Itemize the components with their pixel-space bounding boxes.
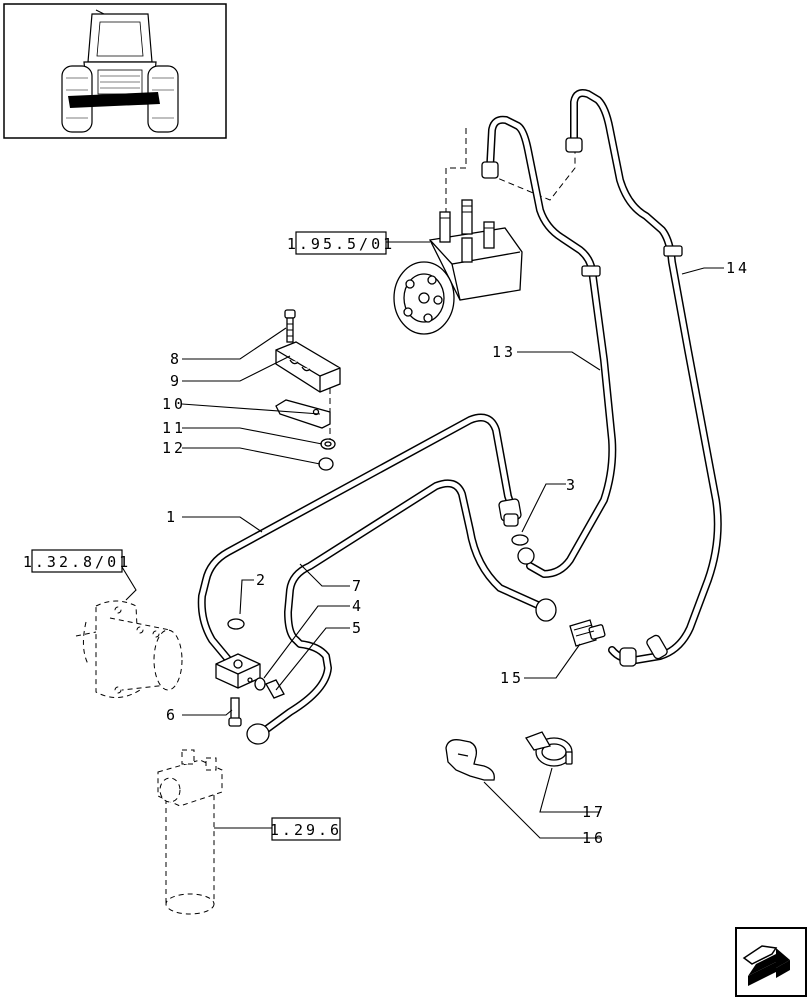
tractor-thumbnail-icon[interactable] bbox=[3, 3, 227, 139]
part-12-nut bbox=[318, 457, 334, 471]
part-11-washer bbox=[320, 438, 336, 450]
callout-10[interactable]: 10 bbox=[162, 395, 186, 413]
adapter-15 bbox=[569, 619, 606, 647]
part-16-clip bbox=[445, 739, 495, 781]
pipe-fittings-upper bbox=[481, 137, 683, 667]
callout-5[interactable]: 5 bbox=[352, 619, 364, 637]
callout-17[interactable]: 17 bbox=[582, 803, 606, 821]
part-8-bolt bbox=[284, 309, 296, 343]
next-page-arrow-icon[interactable] bbox=[735, 927, 807, 997]
junction-block bbox=[215, 653, 261, 689]
part-6-bolt bbox=[228, 697, 242, 727]
callout-6[interactable]: 6 bbox=[166, 706, 178, 724]
callout-2[interactable]: 2 bbox=[256, 571, 268, 589]
pipe-7 bbox=[246, 479, 557, 745]
pipe-13 bbox=[486, 115, 617, 578]
callout-1[interactable]: 1 bbox=[166, 508, 178, 526]
part-9-clamp bbox=[275, 341, 341, 393]
callout-11[interactable]: 11 bbox=[162, 419, 186, 437]
ref-label-pump: 1.32.8/01 bbox=[23, 553, 131, 571]
callout-4[interactable]: 4 bbox=[352, 597, 364, 615]
callout-15[interactable]: 15 bbox=[500, 669, 524, 687]
callout-3[interactable]: 3 bbox=[566, 476, 578, 494]
filter bbox=[157, 749, 223, 915]
part-5-adapter bbox=[265, 679, 285, 699]
callout-8[interactable]: 8 bbox=[170, 350, 182, 368]
part-10-plate bbox=[275, 399, 331, 429]
steering-unit bbox=[393, 199, 523, 335]
callout-14[interactable]: 14 bbox=[726, 259, 750, 277]
ref-label-steering-unit: 1.95.5/01 bbox=[287, 235, 395, 253]
part-17-hose-clamp bbox=[525, 731, 573, 767]
ref-label-filter: 1.29.6 bbox=[270, 821, 342, 839]
callout-16[interactable]: 16 bbox=[582, 829, 606, 847]
pipe-14 bbox=[570, 89, 722, 664]
callout-12[interactable]: 12 bbox=[162, 439, 186, 457]
pipe-1 bbox=[197, 413, 522, 668]
ref-box-filter[interactable]: 1.29.6 bbox=[270, 817, 342, 841]
ref-box-pump[interactable]: 1.32.8/01 bbox=[23, 549, 131, 573]
callout-9[interactable]: 9 bbox=[170, 372, 182, 390]
callout-7[interactable]: 7 bbox=[352, 577, 364, 595]
callout-labels: 1 2 3 4 5 6 7 8 9 10 11 12 13 14 15 16 1… bbox=[162, 259, 750, 847]
ref-box-steering-unit[interactable]: 1.95.5/01 bbox=[287, 231, 395, 255]
part-4-seal bbox=[254, 677, 266, 691]
pump bbox=[75, 600, 183, 698]
fitting-3 bbox=[511, 534, 535, 565]
part-2-seal bbox=[227, 618, 245, 630]
leader-lines bbox=[121, 241, 724, 839]
callout-13[interactable]: 13 bbox=[492, 343, 516, 361]
